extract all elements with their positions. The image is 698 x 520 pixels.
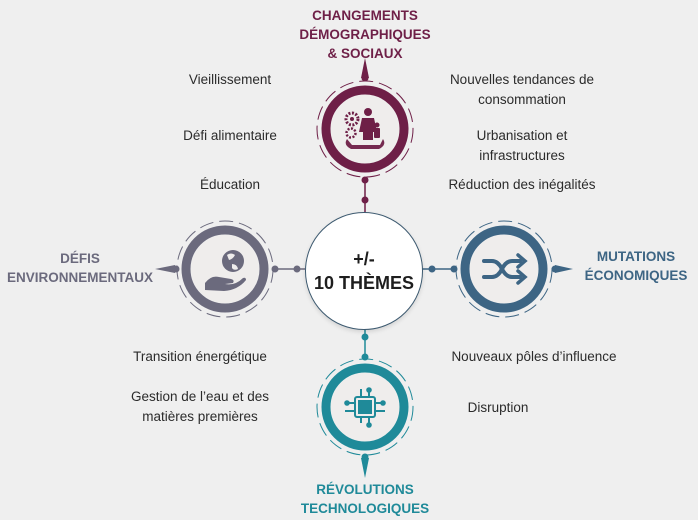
node-top-demographic bbox=[316, 80, 414, 178]
center-line-1: +/- bbox=[353, 249, 375, 269]
node-left-environment bbox=[176, 220, 274, 318]
shuffle-arrows-icon bbox=[482, 253, 528, 285]
theme-transition-energetique: Transition énergétique bbox=[133, 349, 267, 364]
theme-vieillissement: Vieillissement bbox=[188, 72, 272, 87]
microchip-icon bbox=[344, 387, 386, 428]
title-left: DÉFIS ENVIRONNEMENTAUX bbox=[6, 251, 153, 285]
theme-reduction-inegalites: Réduction des inégalités bbox=[448, 177, 596, 192]
node-bottom-technology bbox=[316, 358, 414, 456]
theme-defi-alimentaire: Défi alimentaire bbox=[183, 128, 277, 143]
theme-nouveaux-poles: Nouveaux pôles d’influence bbox=[451, 349, 617, 364]
node-right-economic bbox=[455, 220, 553, 318]
theme-education: Éducation bbox=[199, 177, 261, 192]
center-line-2: 10 THÈMES bbox=[313, 273, 415, 293]
family-gears-icon bbox=[344, 108, 385, 149]
theme-disruption: Disruption bbox=[467, 400, 529, 415]
theme-nouvelles-tendances: Nouvelles tendances de consommation bbox=[449, 72, 595, 107]
title-top: CHANGEMENTS DÉMOGRAPHIQUES & SOCIAUX bbox=[299, 8, 431, 61]
globe-in-hand-icon bbox=[205, 250, 246, 291]
theme-gestion-eau: Gestion de l’eau et des matières premièr… bbox=[130, 389, 270, 424]
center-circle: +/- 10 THÈMES bbox=[305, 212, 423, 330]
title-right: MUTATIONS ÉCONOMIQUES bbox=[584, 249, 688, 283]
title-bottom: RÉVOLUTIONS TECHNOLOGIQUES bbox=[300, 482, 430, 516]
theme-urbanisation: Urbanisation et infrastructures bbox=[476, 128, 568, 163]
